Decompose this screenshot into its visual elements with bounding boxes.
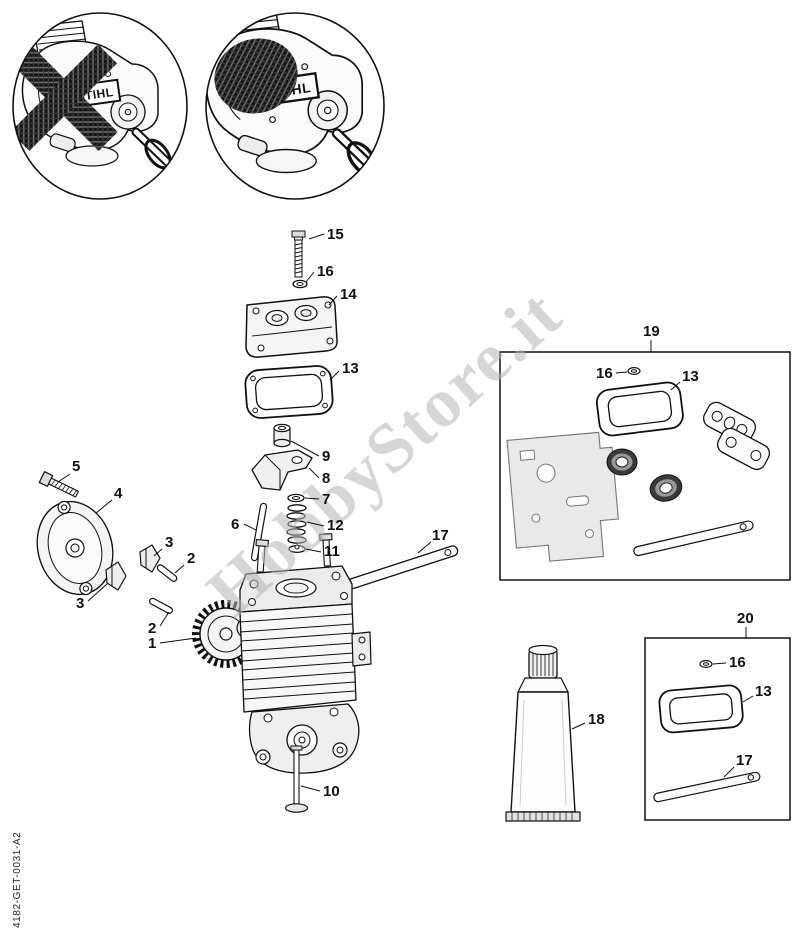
callout-20: 20 — [737, 610, 754, 638]
callout-6: 6 — [231, 516, 257, 533]
callout-18: 18 — [571, 711, 605, 730]
part-pin-6 — [250, 502, 268, 562]
callout-13-kit20: 13 — [742, 683, 772, 703]
model-thumbnail-excluded — [12, 12, 188, 200]
callout-16-kit19: 16 — [596, 365, 628, 382]
part-file-strip-17-main — [347, 545, 459, 590]
svg-text:5: 5 — [72, 458, 80, 475]
part-file-strip-kit19 — [633, 520, 754, 557]
part-oil-seal-a — [606, 448, 638, 476]
part-washer-16-kit19 — [627, 367, 641, 376]
part-valve-10 — [284, 745, 309, 813]
callout-3-lower: 3 — [76, 583, 108, 612]
part-screw-5 — [38, 471, 79, 498]
svg-text:16: 16 — [317, 263, 334, 280]
callout-14: 14 — [328, 286, 357, 306]
callout-16-main: 16 — [305, 263, 334, 283]
part-washer-16-main — [292, 279, 308, 289]
model-thumbnail-applicable — [205, 12, 385, 200]
callout-9: 9 — [290, 440, 330, 465]
part-gasket-13-kit19 — [595, 381, 684, 437]
svg-text:13: 13 — [755, 683, 772, 700]
kit-box-20 — [644, 637, 791, 821]
callout-19: 19 — [643, 323, 660, 352]
part-bushing-9 — [273, 423, 291, 448]
svg-text:17: 17 — [736, 752, 753, 769]
part-file-strip-17-kit20 — [653, 771, 761, 803]
svg-text:8: 8 — [322, 470, 330, 487]
svg-text:1: 1 — [148, 635, 156, 652]
svg-text:9: 9 — [322, 448, 330, 465]
main-assembly — [36, 230, 581, 822]
part-sheet-gasket — [506, 431, 619, 562]
document-code: 4182-GET-0031-A2 — [12, 832, 23, 928]
callout-13-kit19: 13 — [670, 368, 699, 391]
part-pin-2-upper — [156, 564, 178, 582]
callouts: 15 16 14 13 9 8 7 12 11 6 5 4 3 2 3 2 1 … — [57, 226, 772, 800]
callout-11: 11 — [305, 543, 340, 560]
svg-text:16: 16 — [596, 365, 613, 382]
callout-16-kit20: 16 — [712, 654, 746, 671]
svg-text:2: 2 — [187, 550, 195, 567]
part-spring-12 — [286, 504, 307, 544]
svg-text:18: 18 — [588, 711, 605, 728]
callout-5: 5 — [57, 458, 80, 483]
svg-text:4: 4 — [114, 485, 123, 502]
part-clip-3-lower — [105, 561, 127, 591]
callout-15: 15 — [308, 226, 344, 243]
svg-text:20: 20 — [737, 610, 754, 627]
part-sealant-tube-18 — [505, 644, 581, 822]
part-cylinder-assembly — [239, 533, 372, 774]
svg-text:12: 12 — [327, 517, 344, 534]
callout-17-main: 17 — [417, 527, 449, 554]
part-gasket-13-kit20 — [658, 684, 744, 734]
svg-text:14: 14 — [340, 286, 357, 303]
svg-text:7: 7 — [322, 491, 330, 508]
callout-8: 8 — [308, 467, 330, 487]
svg-text:19: 19 — [643, 323, 660, 340]
part-bracket-8 — [251, 449, 313, 491]
kit-box-19 — [499, 351, 791, 581]
callout-4: 4 — [95, 485, 123, 514]
svg-text:11: 11 — [324, 543, 340, 560]
part-retainer-11 — [288, 544, 306, 554]
part-cover-plate-4 — [36, 500, 114, 596]
callout-10: 10 — [300, 783, 340, 800]
callout-2-lower: 2 — [148, 611, 170, 637]
svg-text:10: 10 — [323, 783, 340, 800]
callout-12: 12 — [306, 517, 344, 534]
callout-13-main: 13 — [329, 360, 359, 381]
svg-text:3: 3 — [165, 534, 173, 551]
svg-text:3: 3 — [76, 595, 84, 612]
svg-text:17: 17 — [432, 527, 449, 544]
part-oil-seal-b — [649, 474, 683, 502]
svg-text:13: 13 — [682, 368, 699, 385]
svg-text:16: 16 — [729, 654, 746, 671]
part-gasket-13-main — [244, 365, 334, 419]
part-washer-16-kit20 — [699, 659, 713, 668]
part-clip-3-upper — [139, 544, 161, 573]
part-flange-gasket-b — [716, 427, 771, 471]
highlight-hatch-mark — [214, 38, 298, 114]
svg-text:15: 15 — [327, 226, 344, 243]
part-washer-7 — [287, 493, 305, 503]
callout-1: 1 — [148, 635, 197, 652]
part-pin-2-lower — [149, 597, 174, 614]
callout-7: 7 — [304, 491, 330, 508]
svg-text:6: 6 — [231, 516, 239, 533]
svg-text:13: 13 — [342, 360, 359, 377]
part-valve-cover-14 — [245, 296, 338, 358]
callout-2-upper: 2 — [174, 550, 195, 574]
svg-text:2: 2 — [148, 620, 156, 637]
callout-17-kit20: 17 — [723, 752, 753, 778]
callout-3-upper: 3 — [153, 534, 173, 557]
part-screw-15 — [291, 230, 306, 278]
